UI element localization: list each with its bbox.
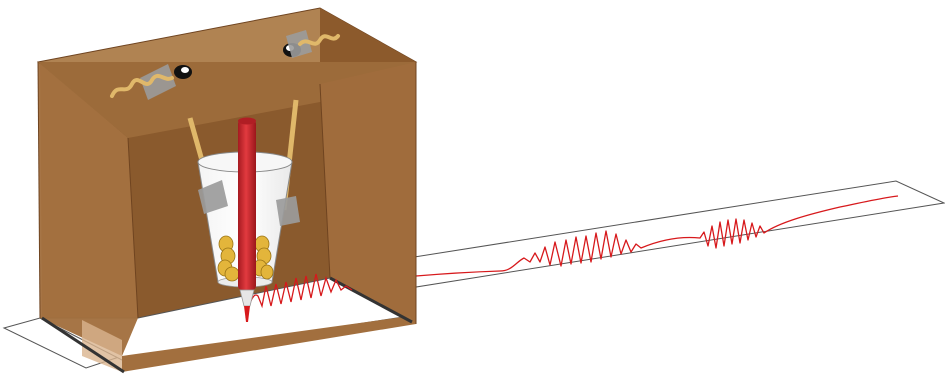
top-hole-left	[174, 65, 192, 79]
tape-cup-right	[276, 196, 300, 226]
marker	[238, 118, 256, 323]
